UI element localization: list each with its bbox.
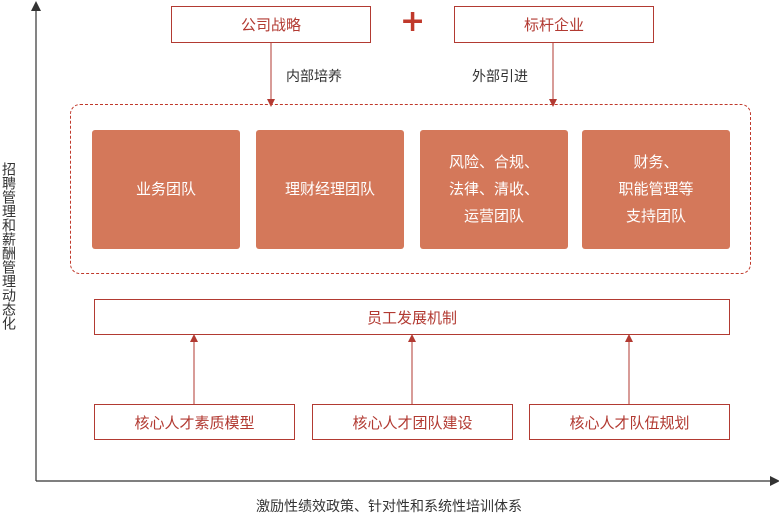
employee-development-box: 员工发展机制 [94,299,730,335]
team-box-business: 业务团队 [92,130,240,249]
teams-container [70,104,751,274]
team-box-risk-compliance: 风险、合规、 法律、清收、 运营团队 [420,130,568,249]
competency-model-box: 核心人才素质模型 [94,404,295,440]
team-building-box: 核心人才团队建设 [312,404,513,440]
benchmark-company-box: 标杆企业 [454,6,654,43]
plus-icon: + [400,4,426,39]
x-axis-label: 激励性绩效政策、针对性和系统性培训体系 [256,499,522,515]
team-planning-box: 核心人才队伍规划 [529,404,730,440]
internal-training-label: 内部培养 [286,69,342,85]
external-recruitment-label: 外部引进 [472,69,528,85]
team-box-wealth-manager: 理财经理团队 [256,130,404,249]
y-axis-label: 招聘管理和薪酬管理动态化 [0,162,16,330]
team-box-support: 财务、 职能管理等 支持团队 [582,130,730,249]
company-strategy-box: 公司战略 [171,6,371,43]
